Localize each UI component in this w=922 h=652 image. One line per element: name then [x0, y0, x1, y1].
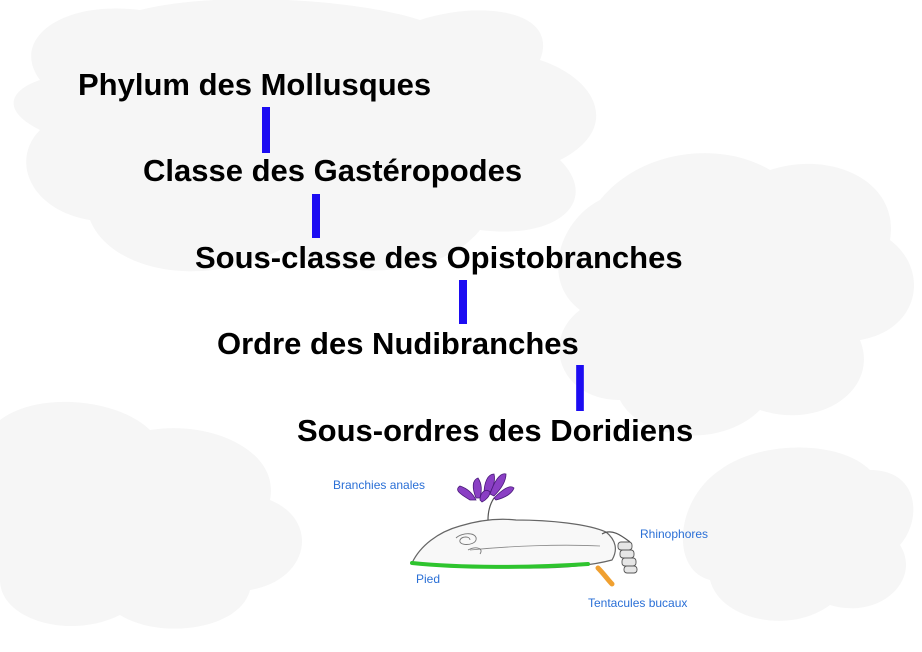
tentacules-icon — [595, 565, 615, 587]
background-cloud-left — [13, 0, 597, 272]
hierarchy-connector-4 — [576, 365, 584, 411]
gill-stalk — [487, 497, 495, 521]
label-branchies-anales: Branchies anales — [333, 478, 426, 492]
nudibranch-illustration — [410, 473, 638, 587]
background-cloud-lower — [0, 401, 303, 629]
taxon-ordre: Ordre des Nudibranches — [217, 326, 579, 361]
taxon-sous-classe: Sous-classe des Opistobranches — [195, 240, 683, 275]
hierarchy-connector-1 — [262, 107, 270, 153]
notum-line — [469, 544, 601, 551]
hierarchy-connector-2 — [312, 194, 320, 238]
taxon-classe: Classe des Gastéropodes — [143, 153, 523, 188]
hierarchy-connector-3 — [459, 280, 467, 324]
pied-icon — [410, 561, 590, 569]
rhinophores-icon — [601, 531, 638, 574]
taxon-sous-ordre: Sous-ordres des Doridiens — [297, 413, 694, 448]
taxon-phylum: Phylum des Mollusques — [78, 67, 432, 102]
branchies-icon — [457, 473, 515, 503]
nudibranch-body — [411, 518, 616, 569]
internal-coil — [455, 533, 482, 555]
background-cloud-right — [558, 153, 914, 436]
label-rhinophores: Rhinophores — [640, 527, 709, 541]
label-pied: Pied — [416, 572, 441, 586]
background-cloud-bottom-right — [682, 447, 914, 621]
label-tentacules-bucaux: Tentacules bucaux — [588, 596, 688, 610]
